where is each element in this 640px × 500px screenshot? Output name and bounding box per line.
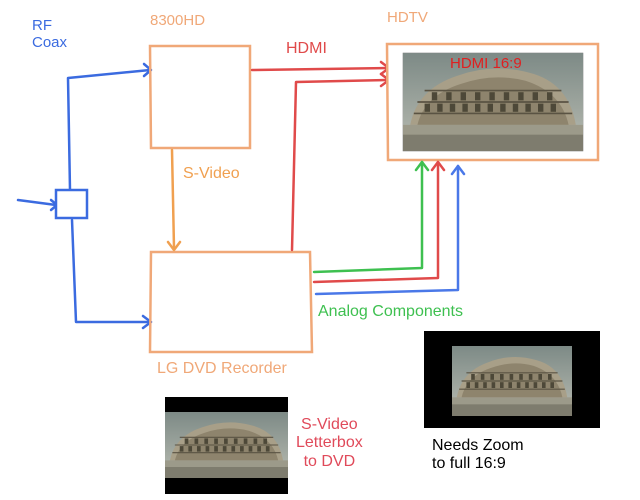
svideo-cable-label: S-Video [183, 165, 240, 182]
hdmi-lines [250, 60, 391, 252]
svideo-letterbox-note: S-Video Letterbox to DVD [296, 416, 363, 470]
hdmi-cable-label: HDMI [286, 40, 327, 57]
splitter-box-icon [54, 188, 89, 220]
component-lines [312, 160, 466, 296]
stb-box [148, 44, 252, 150]
dvd-recorder-box [148, 250, 314, 354]
needs-zoom-note: Needs Zoom to full 16:9 [432, 437, 524, 473]
stb-label: 8300HD [150, 12, 206, 29]
rf-coax-label: RF Coax [32, 17, 68, 52]
hdtv-label: HDTV [387, 9, 428, 26]
colosseum-image-zoom [452, 346, 572, 416]
hdmi-screen-label: HDMI 16:9 [450, 55, 522, 72]
dvd-recorder-label: LG DVD Recorder [157, 360, 287, 377]
analog-components-label: Analog Components [318, 303, 463, 320]
svideo-line [166, 148, 182, 252]
colosseum-image-letterbox [165, 412, 288, 478]
